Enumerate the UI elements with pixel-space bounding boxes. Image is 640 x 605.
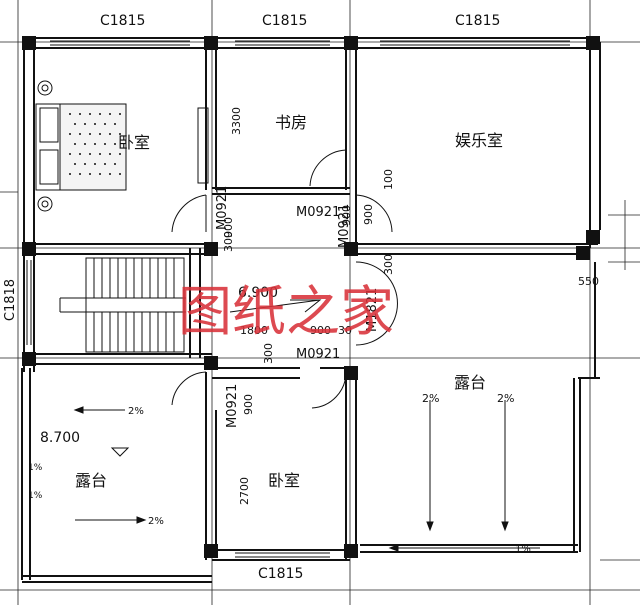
door-tag-entertainment: M0921 [337,204,352,248]
door-tag-bedroom-bottom: M0921 [225,384,240,428]
window-tag-left: C1818 [3,279,18,321]
door-tag-bedroom-top: M0921 [215,186,230,230]
door-tag-study: M0921 [296,205,340,220]
bed [35,80,127,212]
window-tag-top-mid: C1815 [262,13,307,29]
elevation-terrace: 8.700 [40,430,80,446]
watermark: 图纸之家 [178,280,394,343]
window-tag-top-right: C1815 [455,13,500,29]
slope-label-4: 2% [497,392,514,405]
dim-900-c: 900 [362,204,375,225]
dim-300-c: 300 [262,343,275,364]
room-label-terrace-right: 露台 [454,373,486,392]
dim-900-b: 900 [310,324,331,337]
columns [22,36,600,558]
room-label-study: 书房 [275,113,307,132]
slope-label-1: 2% [128,406,144,417]
room-label-bedroom-top: 卧室 [118,133,150,152]
dim-3300: 3300 [230,107,243,135]
slope-label-5: 1% [515,544,531,555]
windows [26,40,570,558]
dim-900-a: 900 [222,217,235,238]
dim-550: 550 [578,275,599,288]
slope-label-3: 2% [422,392,439,405]
slope-label-7: 1% [28,491,43,501]
dim-900-d: 900 [242,394,255,415]
dim-300-d: 300 [222,231,235,252]
door-swings [171,149,398,409]
staircase [59,257,186,353]
dim-100: 100 [382,169,395,190]
desk [197,107,209,184]
window-tag-bottom: C1815 [258,566,303,582]
dim-300-b: 300 [382,254,395,275]
room-label-entertainment: 娱乐室 [455,131,503,150]
slope-label-6: 1% [28,463,43,473]
room-label-terrace-left: 露台 [75,471,107,490]
dim-2700: 2700 [238,477,251,505]
elevation-stair: 6.900 [238,285,278,301]
dim-1800: 1800 [240,324,268,337]
window-tag-top-left: C1815 [100,13,145,29]
slope-label-2: 2% [148,516,164,527]
dim-900-e: 900 [340,205,353,226]
door-tag-corridor: M0921 [296,347,340,362]
slope-arrows [73,400,540,552]
dim-30: 30 [338,324,352,337]
door-tag-terrace: M1821 [365,288,380,332]
room-label-bedroom-bottom: 卧室 [268,471,300,490]
